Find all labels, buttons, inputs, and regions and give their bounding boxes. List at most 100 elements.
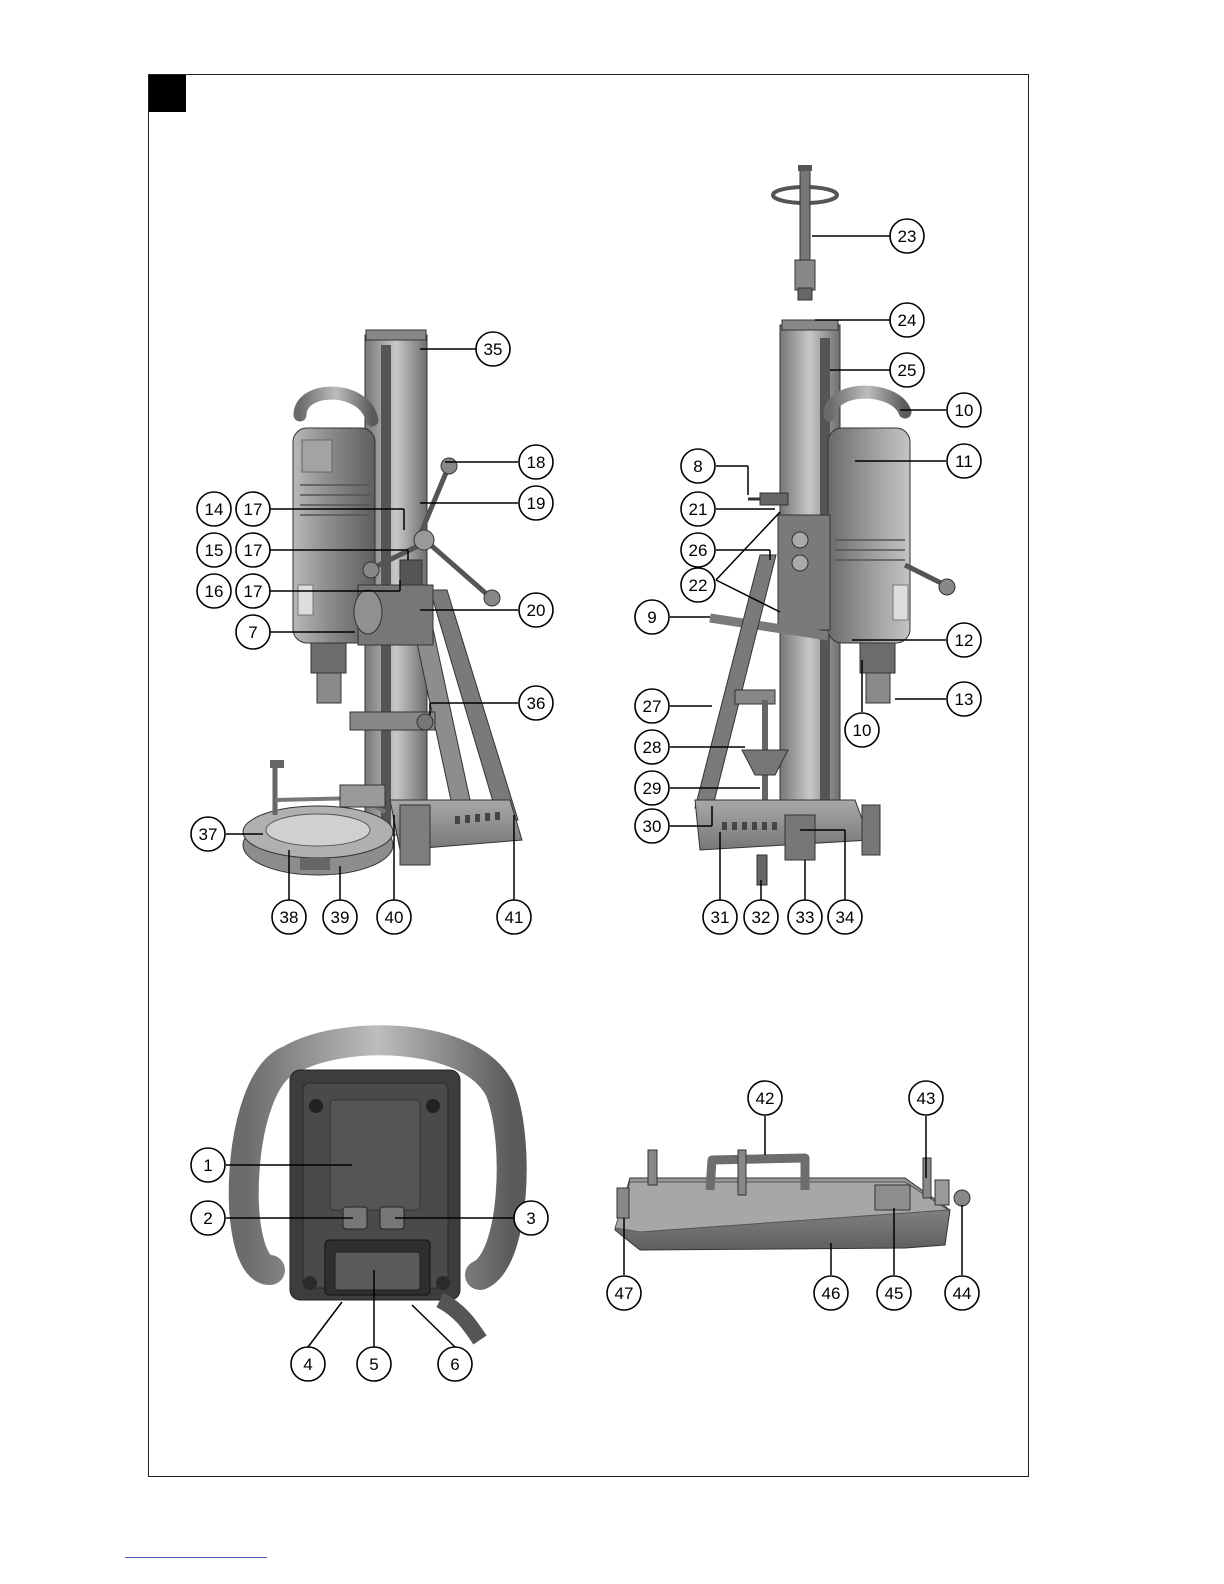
callout-number: 21	[689, 500, 708, 519]
rig-right-illustration	[695, 165, 955, 885]
callout-number: 16	[205, 582, 224, 601]
base-plate-illustration	[615, 1150, 970, 1250]
callout-14: 14	[197, 492, 231, 526]
callout-number: 35	[484, 340, 503, 359]
callout-42: 42	[748, 1081, 782, 1115]
callout-number: 18	[527, 453, 546, 472]
motor-rear-illustration	[244, 1040, 512, 1340]
callout-38: 38	[272, 900, 306, 934]
callout-number: 4	[303, 1355, 312, 1374]
callout-18: 18	[519, 445, 553, 479]
callout-number: 31	[711, 908, 730, 927]
callout-number: 37	[199, 825, 218, 844]
callout-number: 15	[205, 541, 224, 560]
callout-number: 8	[693, 457, 702, 476]
callout-27: 27	[635, 689, 669, 723]
callout-number: 13	[955, 690, 974, 709]
callout-2: 2	[191, 1201, 225, 1235]
callout-26: 26	[681, 533, 715, 567]
callout-3: 3	[514, 1201, 548, 1235]
callout-number: 34	[836, 908, 855, 927]
callout-number: 24	[898, 311, 917, 330]
callout-number: 30	[643, 817, 662, 836]
callout-number: 12	[955, 631, 974, 650]
callout-40: 40	[377, 900, 411, 934]
callout-number: 17	[244, 582, 263, 601]
callout-number: 46	[822, 1284, 841, 1303]
callout-41: 41	[497, 900, 531, 934]
callout-30: 30	[635, 809, 669, 843]
callout-9: 9	[635, 600, 669, 634]
callout-number: 5	[369, 1355, 378, 1374]
callout-number: 19	[527, 494, 546, 513]
callout-number: 42	[756, 1089, 775, 1108]
callout-46: 46	[814, 1276, 848, 1310]
callout-16: 16	[197, 574, 231, 608]
callout-number: 36	[527, 694, 546, 713]
callout-number: 41	[505, 908, 524, 927]
callout-28: 28	[635, 730, 669, 764]
callout-17c: 17	[236, 574, 270, 608]
callout-7: 7	[236, 615, 270, 649]
callout-45: 45	[877, 1276, 911, 1310]
callout-19: 19	[519, 486, 553, 520]
callout-number: 9	[647, 608, 656, 627]
callout-17a: 17	[236, 492, 270, 526]
callout-number: 10	[853, 721, 872, 740]
callout-23: 23	[890, 219, 924, 253]
callout-number: 39	[331, 908, 350, 927]
callout-24: 24	[890, 303, 924, 337]
callout-35: 35	[476, 332, 510, 366]
callout-number: 40	[385, 908, 404, 927]
callout-number: 28	[643, 738, 662, 757]
callout-29: 29	[635, 771, 669, 805]
callout-number: 3	[526, 1209, 535, 1228]
callout-number: 38	[280, 908, 299, 927]
callout-33: 33	[788, 900, 822, 934]
callout-4: 4	[291, 1347, 325, 1381]
callout-number: 44	[953, 1284, 972, 1303]
callout-number: 47	[615, 1284, 634, 1303]
callout-31: 31	[703, 900, 737, 934]
callout-number: 43	[917, 1089, 936, 1108]
footer-rule	[125, 1557, 267, 1558]
callout-number: 2	[203, 1209, 212, 1228]
callout-1: 1	[191, 1148, 225, 1182]
callout-13: 13	[947, 682, 981, 716]
callout-22: 22	[681, 568, 715, 602]
callout-number: 10	[955, 401, 974, 420]
callout-34: 34	[828, 900, 862, 934]
callout-number: 1	[203, 1156, 212, 1175]
callout-39: 39	[323, 900, 357, 934]
callout-44: 44	[945, 1276, 979, 1310]
callout-number: 27	[643, 697, 662, 716]
callout-6: 6	[438, 1347, 472, 1381]
callout-number: 33	[796, 908, 815, 927]
callout-36: 36	[519, 686, 553, 720]
callout-8: 8	[681, 449, 715, 483]
callout-10a: 10	[947, 393, 981, 427]
callout-number: 20	[527, 601, 546, 620]
rig-left-illustration	[243, 330, 522, 875]
callout-20: 20	[519, 593, 553, 627]
callout-number: 29	[643, 779, 662, 798]
callout-number: 22	[689, 576, 708, 595]
callout-number: 23	[898, 227, 917, 246]
callout-32: 32	[744, 900, 778, 934]
callout-11: 11	[947, 444, 981, 478]
callout-10b: 10	[845, 713, 879, 747]
callout-17b: 17	[236, 533, 270, 567]
callout-number: 6	[450, 1355, 459, 1374]
callout-5: 5	[357, 1347, 391, 1381]
callout-number: 11	[955, 452, 973, 471]
callout-12: 12	[947, 623, 981, 657]
callout-15: 15	[197, 533, 231, 567]
callout-47: 47	[607, 1276, 641, 1310]
callout-number: 17	[244, 500, 263, 519]
callout-number: 7	[248, 623, 257, 642]
callout-21: 21	[681, 492, 715, 526]
callout-number: 17	[244, 541, 263, 560]
callout-number: 32	[752, 908, 771, 927]
callout-number: 25	[898, 361, 917, 380]
